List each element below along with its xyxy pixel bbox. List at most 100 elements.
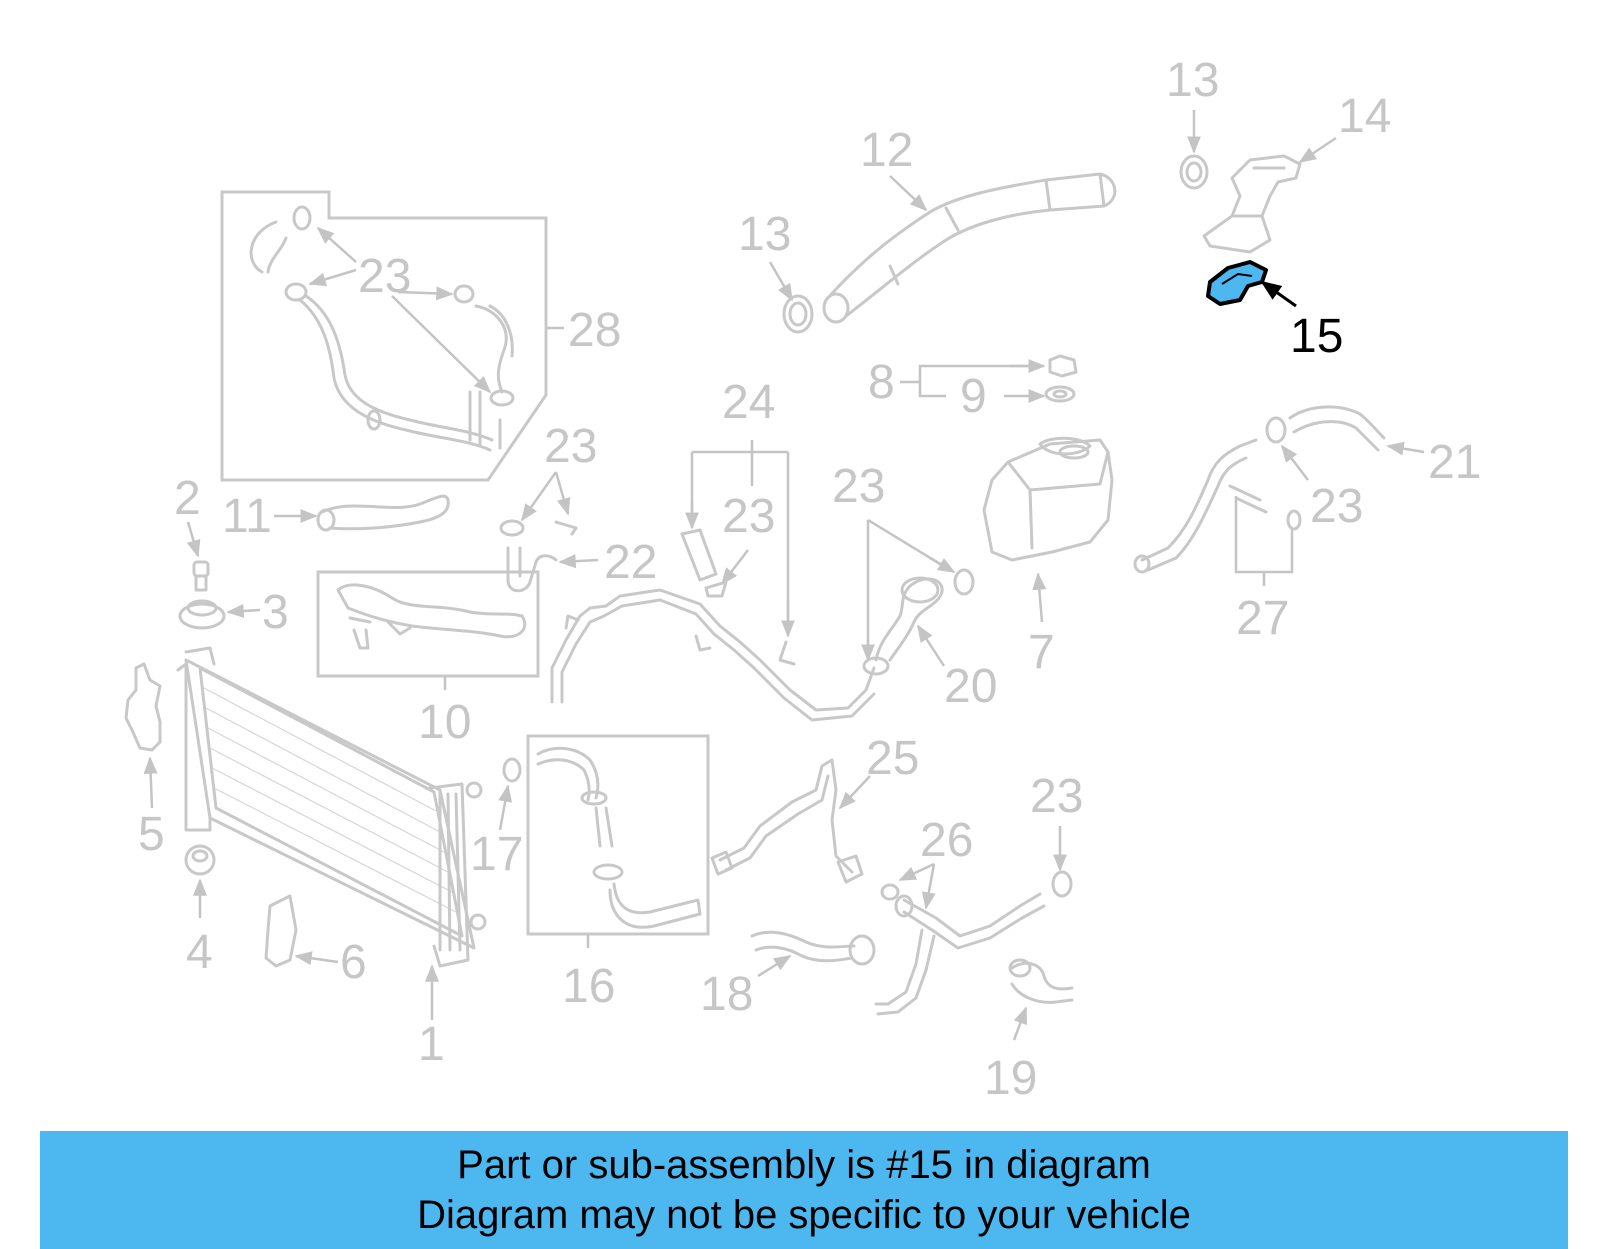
leader-27 xyxy=(1234,496,1294,586)
hose-10-fitting xyxy=(348,616,372,650)
clamp-28-3 xyxy=(453,284,475,304)
leader-23b-2 xyxy=(554,471,571,516)
leader-25 xyxy=(838,775,871,810)
hose-12-detail xyxy=(888,172,1117,286)
leader-18 xyxy=(757,954,792,978)
callout-14: 14 xyxy=(1338,90,1391,143)
hose-19 xyxy=(1010,961,1074,1004)
callout-23c: 23 xyxy=(722,490,775,543)
clamp-17 xyxy=(502,757,522,783)
callout-23e: 23 xyxy=(1310,480,1363,533)
leader-23d-arrow2 xyxy=(929,556,956,574)
callout-15[interactable]: 15 xyxy=(1290,310,1343,363)
callout-7: 7 xyxy=(1028,626,1055,679)
clamp-13a xyxy=(1179,154,1209,190)
clamp-16-b xyxy=(592,863,624,881)
leader-3 xyxy=(226,604,261,619)
reservoir-7-neck xyxy=(1058,444,1090,460)
reservoir-7-detail xyxy=(1006,436,1110,550)
hose-20-end xyxy=(900,576,940,604)
mount-4-top xyxy=(191,849,209,863)
clamp-27 xyxy=(1286,509,1302,531)
group-box-10 xyxy=(316,570,540,678)
gasket-15-detail xyxy=(1221,272,1253,285)
hose-21 xyxy=(1288,405,1386,452)
clamp-16-a xyxy=(580,790,608,806)
bracket-5 xyxy=(124,662,162,752)
pipe-25 xyxy=(718,758,854,874)
clamp-23e xyxy=(1265,416,1287,444)
hose-16-b xyxy=(608,882,702,929)
clamp-23d xyxy=(953,568,975,596)
clamp-28-1 xyxy=(292,205,312,231)
callout-16: 16 xyxy=(562,960,615,1013)
leader-23a-2 xyxy=(308,268,357,287)
callout-23d: 23 xyxy=(832,460,885,513)
flange-14 xyxy=(1202,154,1302,254)
callout-22: 22 xyxy=(604,536,657,589)
leader-24-bracket xyxy=(690,440,790,620)
banner-line-2: Diagram may not be specific to your vehi… xyxy=(417,1193,1191,1237)
washer-9-hole xyxy=(1052,389,1068,399)
clamp-26 xyxy=(880,883,900,901)
washer-9 xyxy=(1044,385,1076,403)
pipe-24-inner xyxy=(560,598,876,722)
callout-23b: 23 xyxy=(544,420,597,473)
leader-23b-1 xyxy=(520,471,558,522)
group-box-28 xyxy=(220,190,548,482)
hose-18 xyxy=(750,930,856,963)
info-banner: Part or sub-assembly is #15 in diagram D… xyxy=(40,1131,1568,1249)
pipe-24-brackets xyxy=(564,614,796,666)
callout-28: 28 xyxy=(568,304,621,357)
callout-9: 9 xyxy=(960,370,987,423)
hose-12-end xyxy=(822,292,850,324)
leader-2 xyxy=(186,521,201,558)
parts-diagram: 23 28 11 2 3 5 4 6 1 10 23 xyxy=(124,54,1481,1105)
leader-19 xyxy=(1012,1006,1028,1041)
hose-28-b xyxy=(304,294,494,442)
clamp-23f xyxy=(1051,870,1073,898)
clamp-13a-inner xyxy=(1185,161,1203,183)
callout-3: 3 xyxy=(262,586,289,639)
hose-12 xyxy=(824,172,1106,318)
callout-25: 25 xyxy=(866,732,919,785)
sleeve-24 xyxy=(680,528,718,582)
group-box-16 xyxy=(526,734,710,936)
callout-4: 4 xyxy=(186,926,213,979)
pipe-28-d xyxy=(468,390,502,450)
leader-23a-4 xyxy=(391,295,492,394)
gasket-15[interactable] xyxy=(1206,260,1268,306)
bleeder-screw-2 xyxy=(192,560,210,578)
hose-19-end xyxy=(1008,958,1032,978)
callout-11: 11 xyxy=(222,490,272,543)
bracket-6 xyxy=(264,894,298,968)
callout-13a: 13 xyxy=(1166,54,1219,107)
leader-26-b xyxy=(921,863,936,910)
clamp-23c xyxy=(704,580,728,598)
pipe-26 xyxy=(874,892,1046,1016)
pipe-26-fitting xyxy=(894,894,914,918)
leader-13b xyxy=(768,261,794,302)
callout-10: 10 xyxy=(418,696,471,749)
hose-22 xyxy=(506,546,558,593)
callout-8: 8 xyxy=(868,356,895,409)
clamp-28-5 xyxy=(366,409,382,431)
hose-10 xyxy=(336,583,527,639)
pipe-24 xyxy=(550,588,876,712)
hose-11 xyxy=(320,494,450,531)
callout-27: 27 xyxy=(1236,592,1289,645)
callout-24: 24 xyxy=(722,376,775,429)
callout-1: 1 xyxy=(418,1018,445,1071)
callout-12: 12 xyxy=(860,124,913,177)
leader-14 xyxy=(1298,136,1337,164)
reservoir-7 xyxy=(982,438,1114,562)
hose-28-b-inner xyxy=(298,298,492,452)
banner-line-1: Part or sub-assembly is #15 in diagram xyxy=(457,1143,1151,1187)
leader-12 xyxy=(889,175,928,212)
callout-17: 17 xyxy=(470,828,523,881)
pipe-27 xyxy=(1140,438,1268,572)
callout-26: 26 xyxy=(920,814,973,867)
leader-8-9 xyxy=(900,364,1040,398)
leader-7 xyxy=(1032,572,1047,623)
clamp-23b-2 xyxy=(554,520,578,536)
